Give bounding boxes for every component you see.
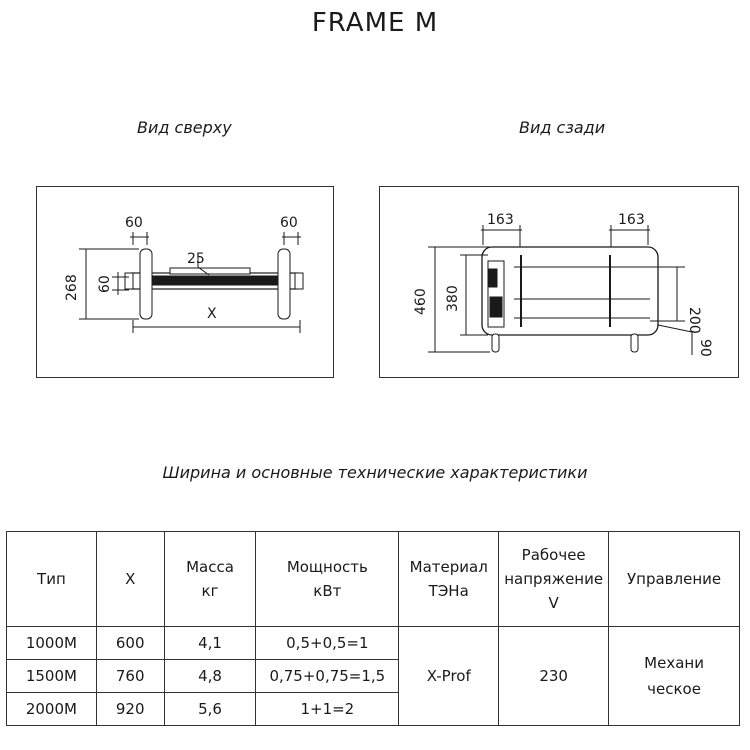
rear-right-leg (630, 333, 639, 353)
table-row: 1000M 600 4,1 0,5+0,5=1 X-Prof 230 Механ… (6, 626, 740, 726)
cell-type: 2000M (6, 692, 97, 726)
dim-depth: 268 (64, 274, 80, 301)
left-leg (139, 248, 153, 320)
rear-view-label: Вид сзади (519, 118, 606, 137)
cell-power: 0,75+0,75=1,5 (255, 659, 400, 693)
dim-leg-span: 200 (686, 307, 702, 334)
cell-mass: 4,8 (163, 659, 257, 693)
dim-leg-height: 90 (697, 339, 713, 357)
header-control: Управление (608, 531, 740, 627)
left-end-cap (124, 272, 134, 290)
front-ledge (169, 267, 251, 275)
rear-left-leg (491, 333, 500, 353)
cell-type: 1000M (6, 626, 97, 660)
dim-left-width: 60 (125, 215, 143, 231)
cell-x: 760 (95, 659, 165, 693)
dim-right-offset: 163 (618, 212, 645, 228)
header-x: X (95, 531, 165, 627)
heater-element (139, 275, 291, 286)
rear-view-panel: 163 163 460 380 200 90 (379, 186, 739, 378)
cell-power: 1+1=2 (255, 692, 400, 726)
top-view-drawing: 60 60 25 X 268 60 (64, 215, 304, 333)
rear-body-outline (481, 246, 659, 336)
page-title: FRAME M (311, 8, 439, 38)
cell-type: 1500M (6, 659, 97, 693)
top-view-label: Вид сверху (137, 118, 232, 137)
header-type: Тип (6, 531, 97, 627)
cell-material: X-Prof (398, 626, 500, 726)
dim-right-width: 60 (280, 215, 298, 231)
dim-total-height: 460 (413, 288, 429, 315)
table-row: 1500M 760 4,8 0,75+0,75=1,5 (6, 659, 740, 693)
rear-view-drawing: 163 163 460 380 200 90 (413, 212, 713, 357)
cell-mass: 4,1 (163, 626, 257, 660)
dim-body-height: 380 (445, 285, 461, 312)
dim-left-offset: 163 (487, 212, 514, 228)
specs-title: Ширина и основные технические характерис… (162, 463, 588, 482)
dim-length: X (207, 306, 217, 322)
dim-gap: 25 (187, 251, 205, 267)
right-end-cap (294, 272, 304, 290)
right-leg (277, 248, 291, 320)
cell-voltage: 230 (498, 626, 610, 726)
cell-x: 600 (95, 626, 165, 660)
cell-power: 0,5+0,5=1 (255, 626, 400, 660)
table-row: 2000M 920 5,6 1+1=2 (6, 692, 740, 726)
cell-x: 920 (95, 692, 165, 726)
dim-inner: 60 (97, 275, 113, 293)
top-view-panel: 60 60 25 X 268 60 (36, 186, 334, 378)
cell-mass: 5,6 (163, 692, 257, 726)
